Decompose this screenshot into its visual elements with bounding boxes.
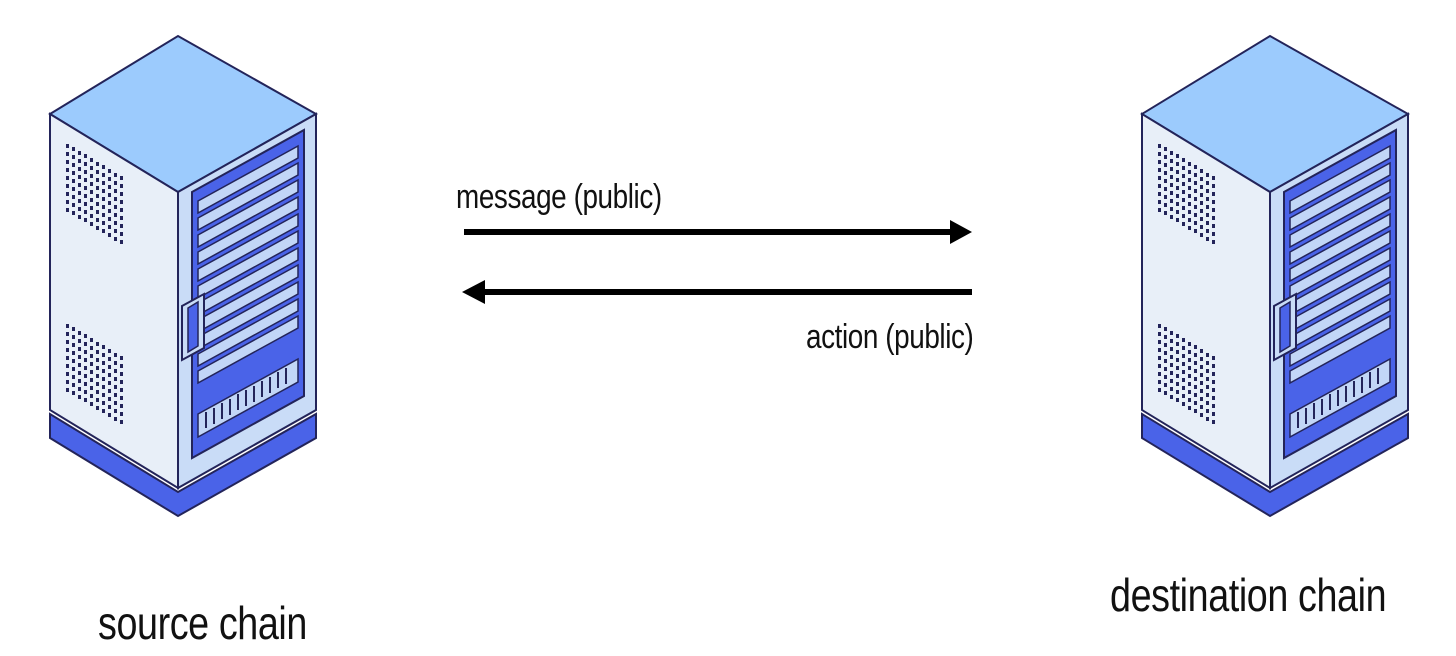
source-server-rack-icon <box>50 36 316 516</box>
destination-server-rack-icon <box>1142 36 1408 516</box>
action-label: action (public) <box>806 318 974 356</box>
message-label: message (public) <box>456 178 662 216</box>
source-chain-label: source chain <box>98 597 307 649</box>
message-arrow-right-icon <box>464 220 972 244</box>
destination-chain-label: destination chain <box>1110 569 1387 621</box>
action-arrow-left-icon <box>462 280 972 304</box>
